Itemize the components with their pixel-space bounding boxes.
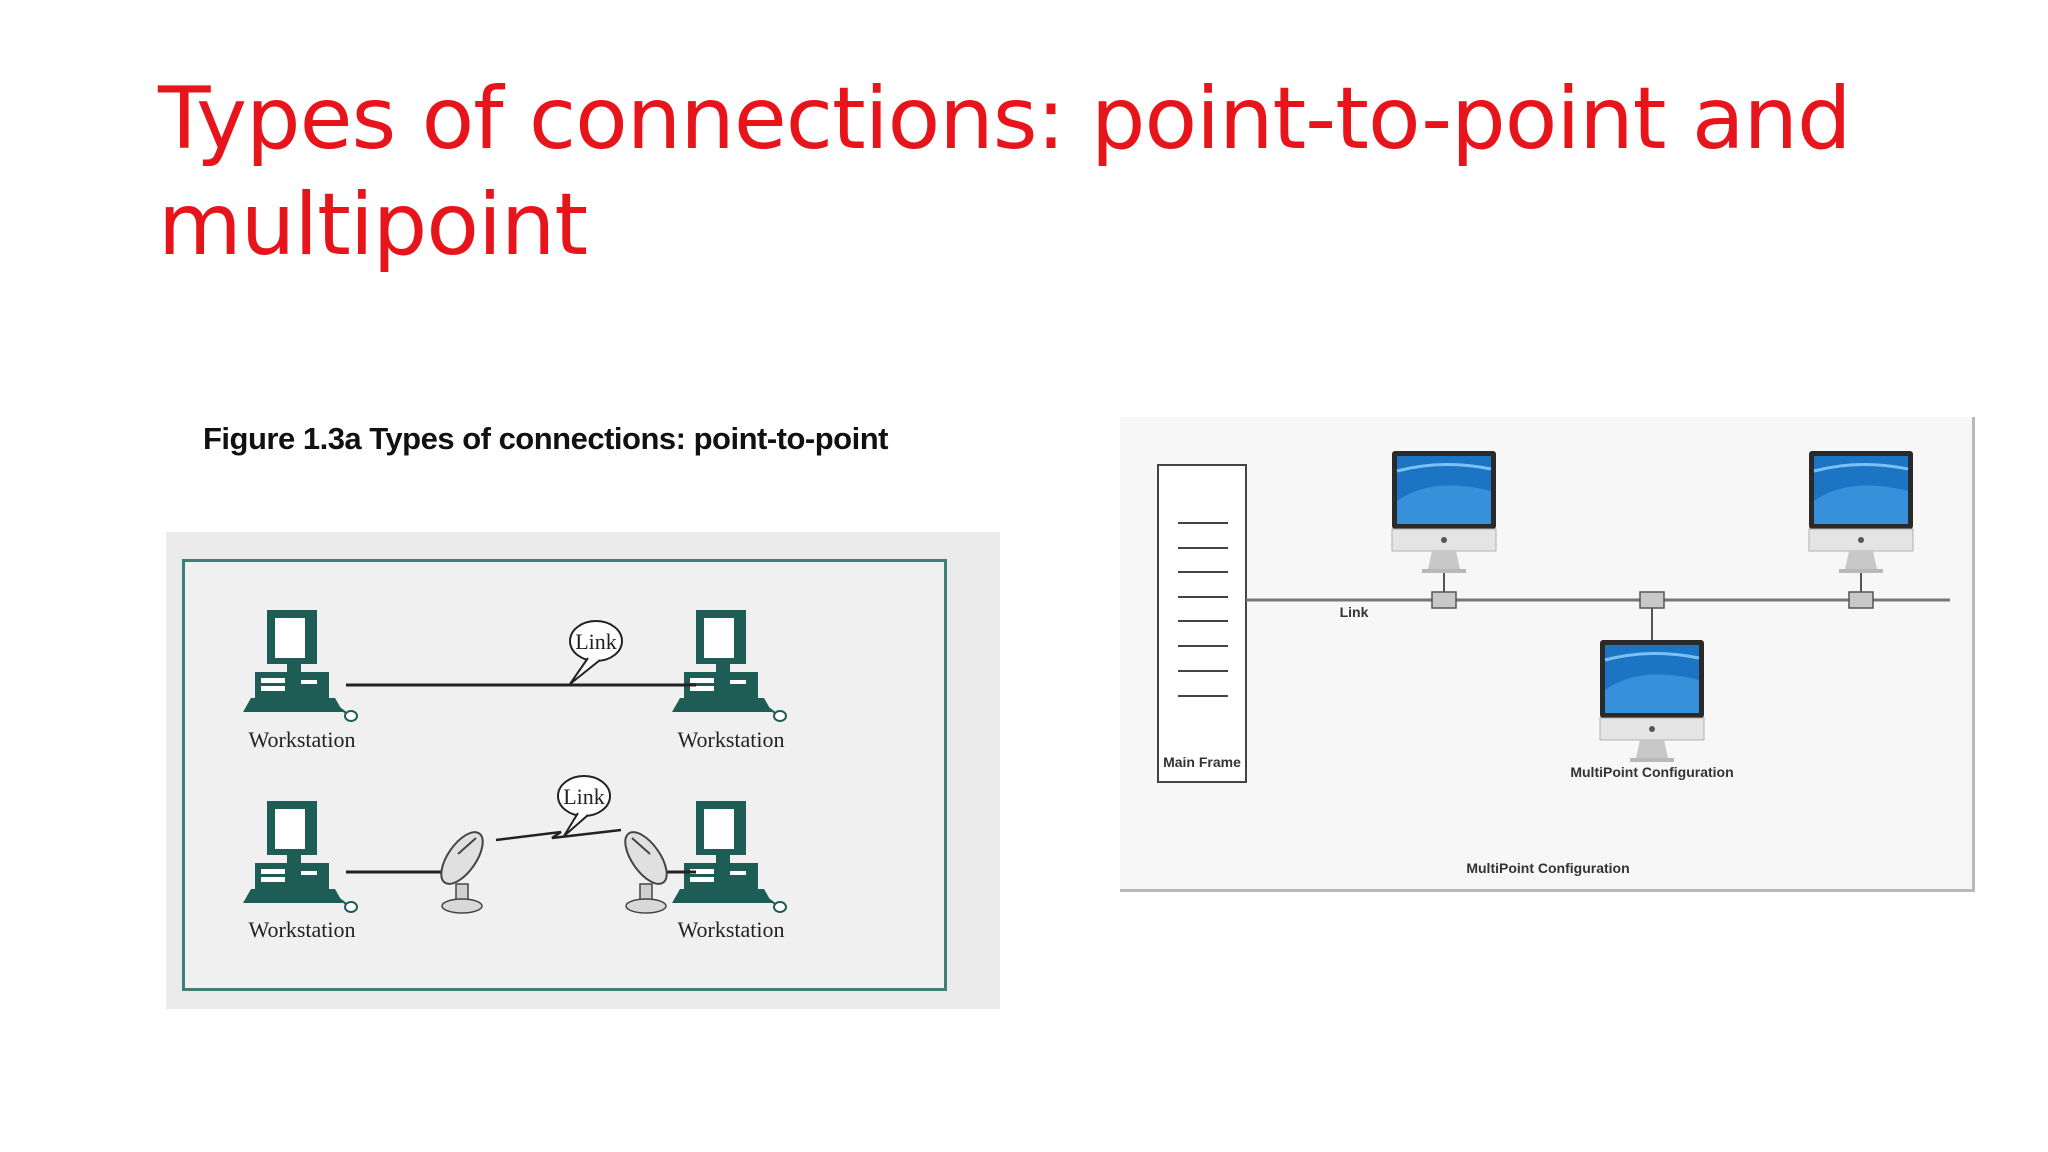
multipoint-figure-caption: MultiPoint Configuration [1466,860,1629,876]
left-figure-caption: Figure 1.3a Types of connections: point-… [203,421,888,456]
workstation-bottom-right-icon [671,800,787,913]
slide-title: Types of connections: point-to-point and… [158,69,1852,275]
ws-label-bottom-right: Workstation [678,917,785,942]
ws-label-top-left: Workstation [249,727,356,752]
main-frame-slots [1178,522,1228,697]
link-label: Link [1340,604,1369,620]
wireless-link [495,828,622,842]
ws-label-bottom-left: Workstation [249,917,356,942]
multipoint-svg: Main Frame Link MultiPoint Configuration… [1157,449,1950,876]
tap-3 [1848,591,1874,609]
link-label-top: Link [575,629,617,654]
multipoint-diagram: Main Frame Link MultiPoint Configuration… [1120,417,1975,892]
satellite-dish-left-icon [432,824,492,914]
main-frame-label: Main Frame [1163,754,1241,770]
workstation-top-right-icon [671,609,787,722]
workstation-top-left-icon [242,609,358,722]
computer-top-right-icon [1807,449,1915,575]
ws-label-top-right: Workstation [678,727,785,752]
link-label-bottom: Link [563,784,605,809]
tap-1 [1431,591,1457,609]
workstation-bottom-left-icon [242,800,358,913]
satellite-dish-right-icon [616,824,676,914]
main-frame-icon [1157,464,1247,783]
point-to-point-diagram: Workstation Workstation Link Link Workst… [166,532,1000,1009]
computer-middle-icon [1598,638,1706,764]
computer-top-left-icon [1390,449,1498,575]
tap-2 [1639,591,1665,609]
multipoint-node-caption: MultiPoint Configuration [1570,764,1733,780]
point-to-point-svg: Workstation Workstation Link Link Workst… [242,609,787,942]
